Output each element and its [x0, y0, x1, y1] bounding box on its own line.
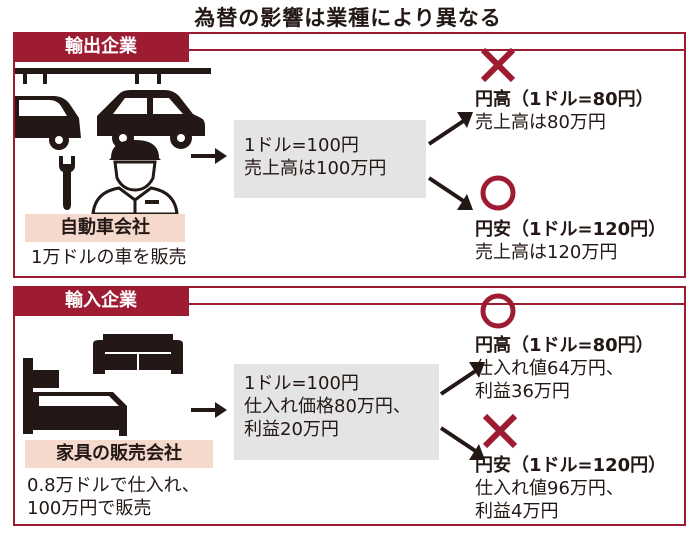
- import-condition-box: 1ドル=100円 仕入れ価格80万円、 利益20万円: [234, 364, 439, 460]
- page-title: 為替の影響は業種により異なる: [194, 6, 502, 30]
- sofa-icon: [93, 334, 183, 374]
- result-line: 利益36万円: [475, 381, 570, 402]
- export-panel: 輸出企業 自動車会社 1万ドルの車を販売 1ドル=100円: [13, 32, 686, 278]
- export-result-strong-yen: 円高（1ドル=80円） 売上高は80万円: [475, 88, 654, 134]
- import-tag-line: [187, 303, 684, 305]
- result-line: 売上高は80万円: [475, 112, 606, 133]
- result-heading: 円高（1ドル=80円）: [475, 335, 654, 356]
- export-company-label: 自動車会社: [25, 214, 185, 242]
- branch-arrows-icon: [439, 362, 485, 460]
- bed-icon: [23, 358, 127, 436]
- result-heading: 円高（1ドル=80円）: [475, 89, 654, 110]
- export-condition-line: 売上高は100万円: [244, 158, 387, 179]
- import-result-weak-yen: 円安（1ドル=120円） 仕入れ値96万円、 利益4万円: [475, 454, 666, 523]
- result-line: 仕入れ値64万円、: [475, 358, 624, 379]
- export-tag-line: [187, 49, 684, 51]
- import-condition-line: 利益20万円: [244, 419, 339, 440]
- import-condition-line: 仕入れ価格80万円、: [244, 396, 411, 417]
- import-result-strong-yen: 円高（1ドル=80円） 仕入れ値64万円、 利益36万円: [475, 334, 654, 403]
- import-desc-line: 100万円で販売: [27, 498, 152, 519]
- circle-mark-icon: [480, 293, 516, 329]
- cross-mark-icon: [482, 413, 518, 449]
- result-line: 仕入れ値96万円、: [475, 478, 624, 499]
- import-tag: 輸入企業: [13, 286, 189, 316]
- export-condition-box: 1ドル=100円 売上高は100万円: [234, 120, 426, 198]
- import-company-desc: 0.8万ドルで仕入れ、 100万円で販売: [27, 474, 200, 520]
- arrow-to-box-icon: [191, 402, 227, 418]
- wrench-icon: [59, 156, 75, 210]
- result-line: 利益4万円: [475, 501, 559, 522]
- car-factory-illustration: [15, 68, 211, 150]
- import-desc-line: 0.8万ドルで仕入れ、: [27, 475, 200, 496]
- branch-arrows-icon: [427, 112, 473, 210]
- result-line: 売上高は120万円: [475, 242, 618, 263]
- worker-illustration: [91, 140, 179, 216]
- export-tag: 輸出企業: [13, 32, 189, 62]
- import-company-label: 家具の販売会社: [25, 440, 213, 468]
- export-result-weak-yen: 円安（1ドル=120円） 売上高は120万円: [475, 218, 666, 264]
- import-condition-line: 1ドル=100円: [244, 373, 359, 394]
- export-condition-line: 1ドル=100円: [244, 135, 359, 156]
- cross-mark-icon: [480, 47, 516, 83]
- arrow-to-box-icon: [191, 148, 227, 164]
- circle-mark-icon: [480, 175, 516, 211]
- result-heading: 円安（1ドル=120円）: [475, 219, 667, 240]
- import-panel: 輸入企業 家具の販売会社 0.8万ドルで仕入れ、 100万円で販売 1ドル=10…: [13, 286, 686, 526]
- export-company-desc: 1万ドルの車を販売: [31, 247, 187, 268]
- result-heading: 円安（1ドル=120円）: [475, 455, 667, 476]
